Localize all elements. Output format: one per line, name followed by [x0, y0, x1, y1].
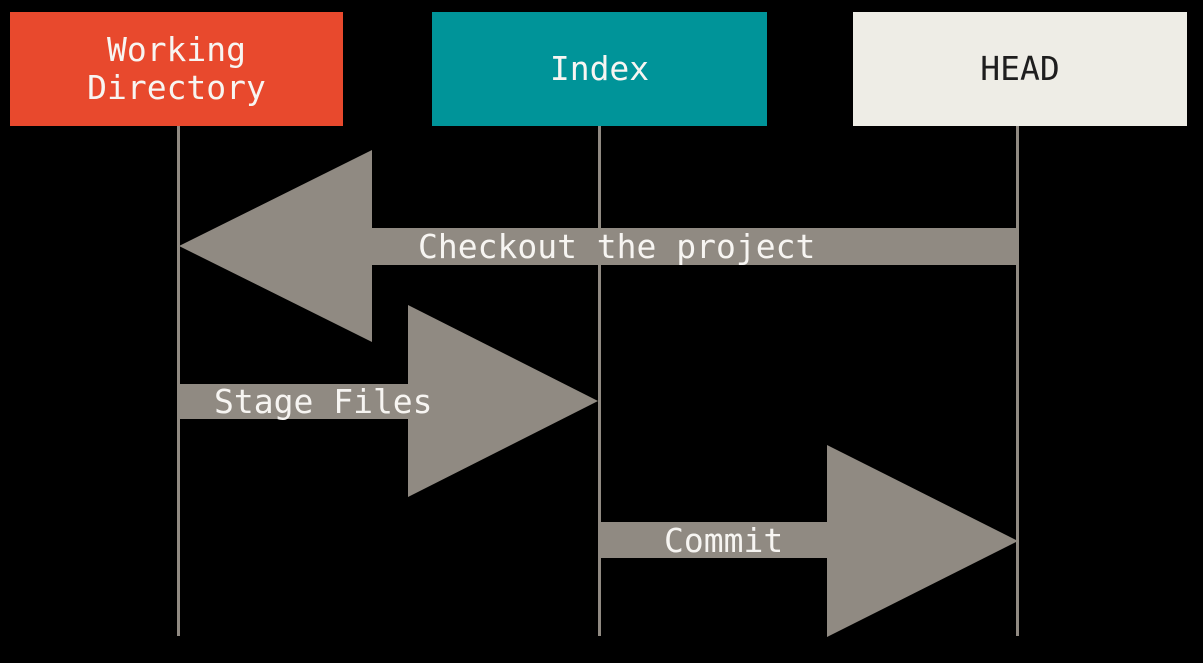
working-directory-lifeline	[177, 126, 180, 636]
stage-arrow-label: Stage Files	[214, 382, 433, 421]
checkout-arrow-label: Checkout the project	[418, 227, 816, 266]
head-lifeline	[1016, 126, 1019, 636]
checkout-arrowhead-left-icon	[179, 150, 372, 342]
stage-arrow-shaft	[178, 384, 408, 419]
working-directory-box: Working Directory	[10, 12, 343, 126]
working-directory-label: Working Directory	[87, 30, 266, 107]
index-label: Index	[549, 49, 650, 88]
commit-arrowhead-right-icon	[827, 445, 1018, 637]
index-box: Index	[432, 12, 767, 126]
stage-arrowhead-right-icon	[408, 305, 598, 497]
head-label: HEAD	[980, 49, 1060, 88]
head-box: HEAD	[853, 12, 1187, 126]
commit-arrow-label: Commit	[664, 520, 784, 560]
index-lifeline	[598, 126, 601, 636]
checkout-arrow-shaft	[372, 228, 1019, 265]
commit-arrow-shaft	[599, 522, 827, 558]
